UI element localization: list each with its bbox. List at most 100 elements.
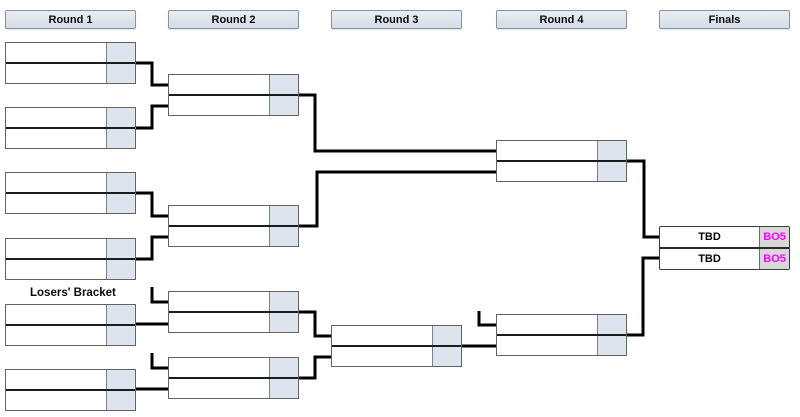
participant-slot-bottom[interactable] [6,324,135,345]
participant-name-cell [169,96,269,115]
score-cell [106,326,135,345]
connector-line [136,104,168,130]
participant-slot-bottom[interactable] [6,192,135,213]
finals-slot-top[interactable]: TBD BO5 [660,227,789,247]
score-cell [597,336,626,355]
participant-name-cell [6,64,106,83]
score-cell [106,108,135,127]
score-cell [432,347,461,366]
connector-line [150,353,168,370]
participant-name-cell [6,129,106,148]
losers-bracket-label: Losers' Bracket [30,287,116,299]
score-cell [597,162,626,181]
participant-name-cell [332,347,432,366]
participant-slot-top[interactable] [332,326,461,345]
finals-format-badge: BO5 [759,249,789,269]
connector-line [299,355,331,380]
connector-line [477,311,496,327]
score-cell [269,379,298,398]
participant-slot-bottom[interactable] [169,377,298,398]
participant-name-cell [6,391,106,410]
match-lb-r1-m2 [5,369,136,411]
score-cell [269,358,298,377]
finals-format-badge: BO5 [759,227,789,247]
participant-slot-top[interactable] [497,141,626,160]
participant-name-cell [169,75,269,94]
match-r1-m2 [5,107,136,149]
score-cell [106,260,135,279]
score-cell [597,141,626,160]
participant-slot-bottom[interactable] [169,225,298,246]
score-cell [106,43,135,62]
score-cell [106,173,135,192]
participant-slot-top[interactable] [6,173,135,192]
match-lb-r2-m1 [168,291,299,333]
participant-name-cell [6,305,106,324]
participant-name-cell [169,206,269,225]
score-cell [269,206,298,225]
score-cell [106,305,135,324]
match-r1-m3 [5,172,136,214]
connector-line [627,256,659,337]
participant-slot-bottom[interactable] [6,258,135,279]
score-cell [106,370,135,389]
score-cell [269,313,298,332]
participant-name-cell [169,227,269,246]
round-header-3: Round 3 [331,10,462,29]
participant-slot-bottom[interactable] [497,334,626,355]
participant-slot-bottom[interactable] [6,62,135,83]
participant-slot-bottom[interactable] [6,389,135,410]
participant-slot-top[interactable] [497,315,626,334]
participant-slot-bottom[interactable] [332,345,461,366]
participant-slot-top[interactable] [169,206,298,225]
participant-slot-top[interactable] [169,292,298,311]
match-lb-r2-m2 [168,357,299,399]
participant-slot-bottom[interactable] [497,160,626,181]
score-cell [106,194,135,213]
participant-slot-bottom[interactable] [169,94,298,115]
round-header-2: Round 2 [168,10,299,29]
participant-slot-top[interactable] [6,370,135,389]
match-r4-m2 [496,314,627,356]
score-cell [106,64,135,83]
participant-slot-bottom[interactable] [169,311,298,332]
participant-name-cell [6,239,106,258]
match-r3-m1 [331,325,462,367]
match-r4-m1 [496,140,627,182]
participant-slot-top[interactable] [169,358,298,377]
connector-line [136,61,168,87]
participant-slot-top[interactable] [6,43,135,62]
participant-name-cell [6,326,106,345]
participant-name-cell [6,173,106,192]
match-r2-m1 [168,74,299,116]
participant-slot-top[interactable] [6,239,135,258]
match-r2-m2 [168,205,299,247]
participant-name-cell [497,336,597,355]
participant-slot-top[interactable] [6,305,135,324]
participant-name-cell [169,313,269,332]
participant-name-cell [6,260,106,279]
round-header-4: Round 4 [496,10,627,29]
score-cell [269,227,298,246]
finals-slot-bottom[interactable]: TBD BO5 [660,247,789,269]
connector-line [299,170,496,228]
score-cell [106,239,135,258]
connector-line [150,287,168,304]
score-cell [106,391,135,410]
connector-line [299,310,331,338]
score-cell [597,315,626,334]
score-cell [269,292,298,311]
match-r1-m4 [5,238,136,280]
participant-name-cell [169,292,269,311]
connector-line [136,235,168,261]
match-r1-m1 [5,42,136,84]
participant-name-cell [497,315,597,334]
participant-slot-top[interactable] [169,75,298,94]
participant-name-cell [169,358,269,377]
finals-participant-name: TBD [698,253,721,265]
score-cell [269,96,298,115]
participant-slot-bottom[interactable] [6,127,135,148]
round-header-1: Round 1 [5,10,136,29]
participant-slot-top[interactable] [6,108,135,127]
